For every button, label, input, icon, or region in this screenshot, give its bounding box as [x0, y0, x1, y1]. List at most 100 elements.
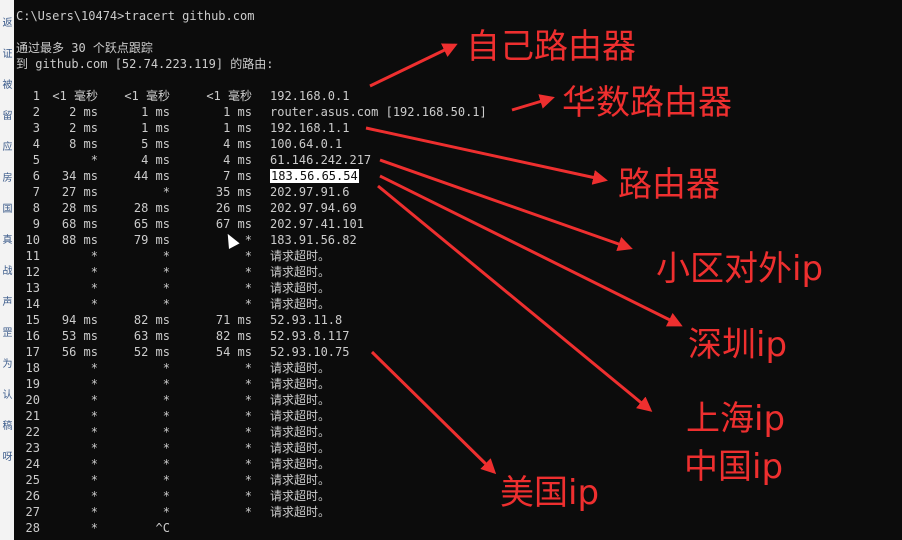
hop-host: 100.64.0.1: [270, 137, 343, 151]
terminal-window[interactable]: C:\Users\10474>tracert github.com 通过最多 3…: [16, 8, 536, 540]
strip-char: 应: [2, 142, 13, 153]
rtt-3: *: [244, 441, 252, 455]
hop-number: 20: [25, 393, 40, 407]
rtt-1: *: [90, 377, 98, 391]
rtt-3: 82 ms: [215, 329, 252, 343]
rtt-1: 68 ms: [61, 217, 98, 231]
hop-number: 19: [25, 377, 40, 391]
hop-host: 请求超时。: [270, 409, 331, 423]
rtt-3: *: [244, 361, 252, 375]
rtt-3: 1 ms: [223, 121, 252, 135]
rtt-1: 2 ms: [69, 121, 98, 135]
hop-host: 请求超时。: [270, 505, 331, 519]
hop-number: 9: [32, 217, 40, 231]
rtt-1: *: [90, 153, 98, 167]
hop-host: router.asus.com [192.168.50.1]: [270, 105, 487, 119]
strip-char: 真: [2, 235, 13, 246]
rtt-2: *: [162, 505, 170, 519]
hop-host: 请求超时。: [270, 441, 331, 455]
rtt-1: *: [90, 297, 98, 311]
hop-number: 10: [25, 233, 40, 247]
rtt-2: 1 ms: [141, 105, 170, 119]
rtt-1: 88 ms: [61, 233, 98, 247]
rtt-2: *: [162, 409, 170, 423]
annotation-own-router: 自己路由器: [466, 27, 636, 67]
strip-char: 证: [2, 49, 13, 60]
hop-number: 23: [25, 441, 40, 455]
tracert-header-line2: 到 github.com [52.74.223.119] 的路由:: [16, 57, 274, 71]
hop-number: 2: [32, 105, 40, 119]
rtt-2: 4 ms: [141, 153, 170, 167]
strip-char: 为: [2, 359, 13, 370]
strip-char: 房: [2, 173, 13, 184]
rtt-3: *: [244, 409, 252, 423]
tracert-header-line1: 通过最多 30 个跃点跟踪: [16, 41, 153, 55]
hop-number: 7: [32, 185, 40, 199]
hop-host: 61.146.242.217: [270, 153, 372, 167]
rtt-1: 8 ms: [69, 137, 98, 151]
hop-host: 请求超时。: [270, 377, 331, 391]
rtt-1: 34 ms: [61, 169, 98, 183]
hop-number: 21: [25, 409, 40, 423]
strip-char: 呀: [2, 452, 13, 463]
strip-char: 返: [2, 18, 13, 29]
rtt-2: ^C: [155, 521, 170, 535]
strip-char: 战: [2, 266, 13, 277]
rtt-1: *: [90, 409, 98, 423]
hop-host: 52.93.11.8: [270, 313, 343, 327]
rtt-3: <1 毫秒: [206, 89, 252, 103]
rtt-1: 2 ms: [69, 105, 98, 119]
rtt-2: 52 ms: [133, 345, 170, 359]
command-line: C:\Users\10474>tracert github.com: [16, 9, 255, 23]
hop-number: 11: [25, 249, 40, 263]
annotation-asus-router: 华数路由器: [562, 83, 732, 123]
rtt-1: <1 毫秒: [52, 89, 98, 103]
hop-number: 18: [25, 361, 40, 375]
rtt-2: 82 ms: [133, 313, 170, 327]
rtt-3: 71 ms: [215, 313, 252, 327]
rtt-3: 4 ms: [223, 137, 252, 151]
hop-host: 202.97.94.69: [270, 201, 357, 215]
hop-number: 26: [25, 489, 40, 503]
hop-number: 14: [25, 297, 40, 311]
hop-host: 192.168.0.1: [270, 89, 350, 103]
strip-char: 被: [2, 80, 13, 91]
hop-number: 27: [25, 505, 40, 519]
rtt-3: *: [244, 249, 252, 263]
hop-number: 17: [25, 345, 40, 359]
rtt-2: *: [162, 457, 170, 471]
hop-host: 202.97.41.101: [270, 217, 364, 231]
hop-host: 请求超时。: [270, 489, 331, 503]
rtt-3: 4 ms: [223, 153, 252, 167]
rtt-1: *: [90, 473, 98, 487]
hop-number: 15: [25, 313, 40, 327]
rtt-2: *: [162, 361, 170, 375]
rtt-3: 35 ms: [215, 185, 252, 199]
hop-host: 请求超时。: [270, 249, 331, 263]
rtt-2: *: [162, 425, 170, 439]
rtt-3: *: [244, 377, 252, 391]
rtt-2: *: [162, 265, 170, 279]
hop-host: 52.93.10.75: [270, 345, 350, 359]
rtt-1: *: [90, 393, 98, 407]
rtt-1: 56 ms: [61, 345, 98, 359]
hop-host: 请求超时。: [270, 425, 331, 439]
rtt-2: *: [162, 473, 170, 487]
hop-number: 28: [25, 521, 40, 535]
hop-host: 202.97.91.6: [270, 185, 350, 199]
hop-host: 请求超时。: [270, 297, 331, 311]
rtt-2: *: [162, 281, 170, 295]
hop-host: 请求超时。: [270, 457, 331, 471]
rtt-3: *: [244, 393, 252, 407]
rtt-3: *: [244, 489, 252, 503]
rtt-2: 28 ms: [133, 201, 170, 215]
rtt-1: *: [90, 489, 98, 503]
rtt-2: 63 ms: [133, 329, 170, 343]
annotation-router: 路由器: [618, 165, 720, 205]
rtt-3: *: [244, 473, 252, 487]
rtt-2: *: [162, 489, 170, 503]
hop-number: 5: [32, 153, 40, 167]
strip-char: 稿: [2, 421, 13, 432]
annotation-usa-ip: 美国ip: [500, 473, 600, 513]
hop-host: 请求超时。: [270, 281, 331, 295]
